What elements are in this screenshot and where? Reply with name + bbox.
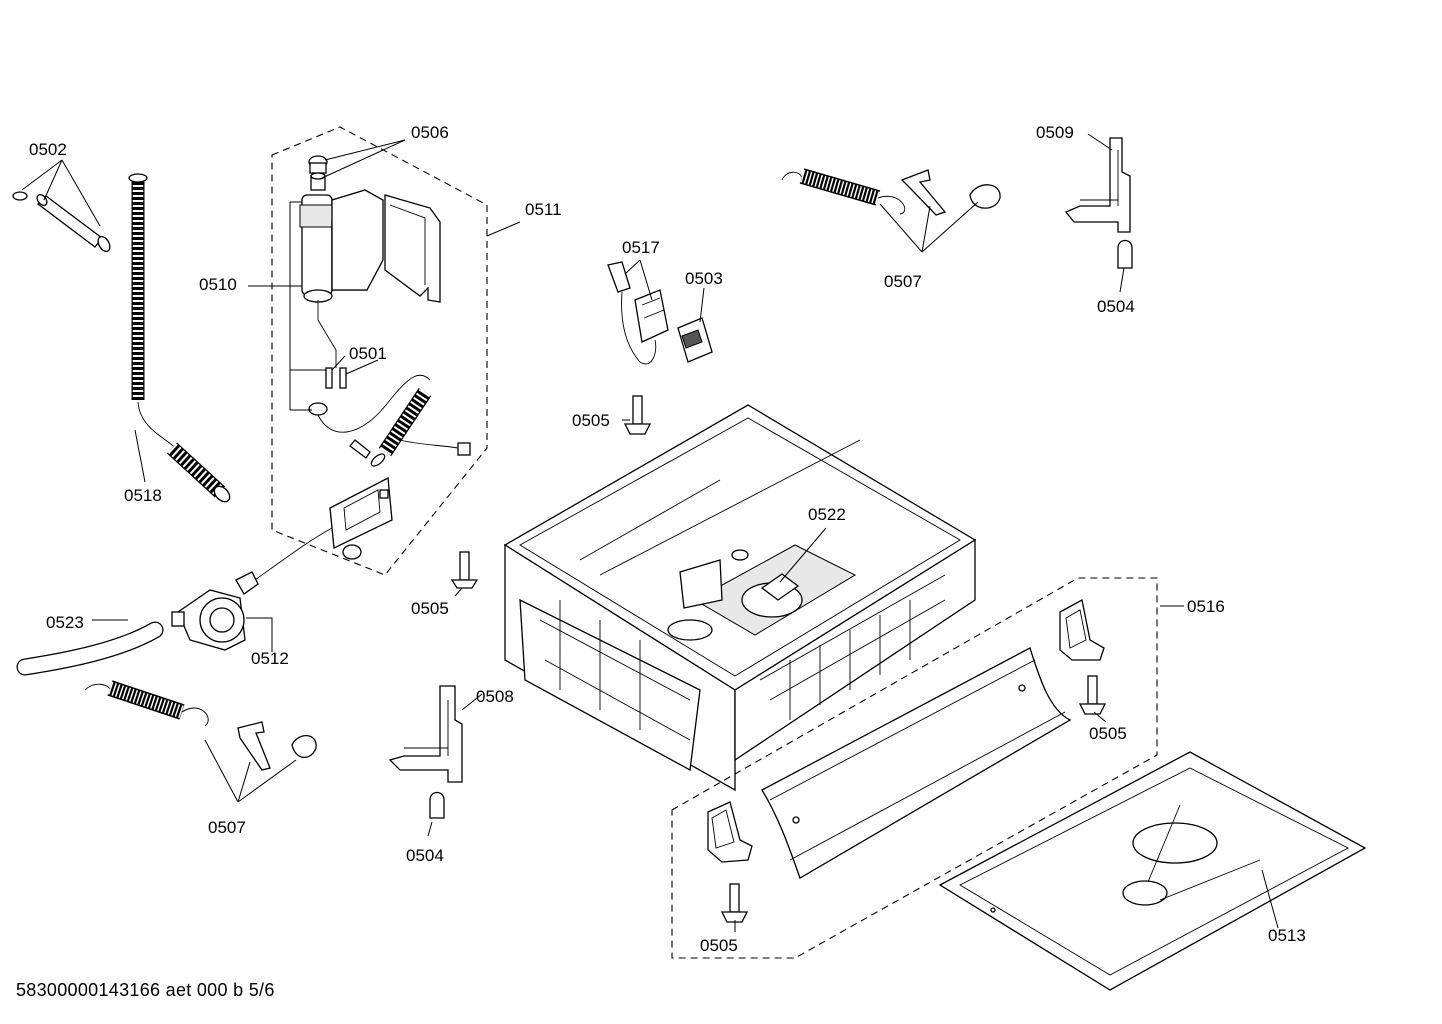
callout-0517: 0517 bbox=[622, 238, 660, 257]
callout-0504-upper: 0504 bbox=[1097, 297, 1135, 316]
callout-0523: 0523 bbox=[46, 613, 84, 632]
part-0505-screw-d bbox=[720, 883, 749, 923]
part-hose-with-connector bbox=[317, 374, 471, 467]
part-0512-drain-pump bbox=[171, 527, 333, 651]
part-0522-base-tub bbox=[503, 404, 977, 792]
callout-0501: 0501 bbox=[349, 344, 387, 363]
callout-0512: 0512 bbox=[251, 649, 289, 668]
callout-0509: 0509 bbox=[1036, 123, 1074, 142]
part-control-bracket bbox=[329, 476, 393, 560]
callout-0518: 0518 bbox=[124, 486, 162, 505]
callout-0522: 0522 bbox=[808, 505, 846, 524]
callout-0511: 0511 bbox=[525, 200, 562, 219]
callout-0510: 0510 bbox=[199, 275, 237, 294]
callout-0505-left: 0505 bbox=[411, 599, 449, 618]
part-0516-toe-kick-bracket-right bbox=[1059, 599, 1105, 661]
assembly-outline-0511 bbox=[271, 126, 488, 576]
part-0505-screw-b bbox=[623, 395, 652, 435]
part-0503-connector bbox=[677, 317, 713, 363]
part-0517-wiring-connector bbox=[607, 261, 669, 365]
callout-0507-upper: 0507 bbox=[884, 272, 922, 291]
part-0509-bracket bbox=[1064, 137, 1133, 269]
callout-labels: 0502 0506 0511 0510 0501 0518 0523 0512 … bbox=[29, 123, 1306, 955]
part-0505-screw-c bbox=[1078, 675, 1107, 715]
callout-0516: 0516 bbox=[1187, 597, 1225, 616]
callout-0502: 0502 bbox=[29, 140, 67, 159]
callout-0504-lower: 0504 bbox=[406, 846, 444, 865]
part-0518-hose bbox=[128, 173, 231, 503]
part-0508-bracket bbox=[388, 685, 463, 819]
callout-0506: 0506 bbox=[411, 123, 449, 142]
callout-0505-right: 0505 bbox=[1089, 724, 1127, 743]
callout-0508: 0508 bbox=[476, 687, 514, 706]
part-0513-base-plate bbox=[938, 751, 1367, 991]
part-0516-toe-kick bbox=[761, 647, 1072, 879]
part-0507-spring-lower bbox=[84, 680, 317, 771]
part-0510-valve-assembly bbox=[299, 155, 441, 416]
part-0507-spring-upper bbox=[781, 168, 1001, 216]
callout-0505-top: 0505 bbox=[572, 411, 610, 430]
part-0502-tube bbox=[12, 191, 111, 253]
assembly-outline-0516 bbox=[671, 577, 1158, 959]
part-0516-toe-kick-bracket-left bbox=[707, 801, 753, 863]
document-reference: 58300000143166 aet 000 b 5/6 bbox=[16, 980, 275, 1000]
callout-0503: 0503 bbox=[685, 269, 723, 288]
part-0505-screw-a bbox=[450, 551, 479, 589]
leader-lines bbox=[21, 133, 1279, 932]
callout-0513: 0513 bbox=[1268, 926, 1306, 945]
callout-0505-bottom: 0505 bbox=[700, 936, 738, 955]
callout-0507-lower: 0507 bbox=[208, 818, 246, 837]
part-0523-hose bbox=[16, 621, 164, 676]
